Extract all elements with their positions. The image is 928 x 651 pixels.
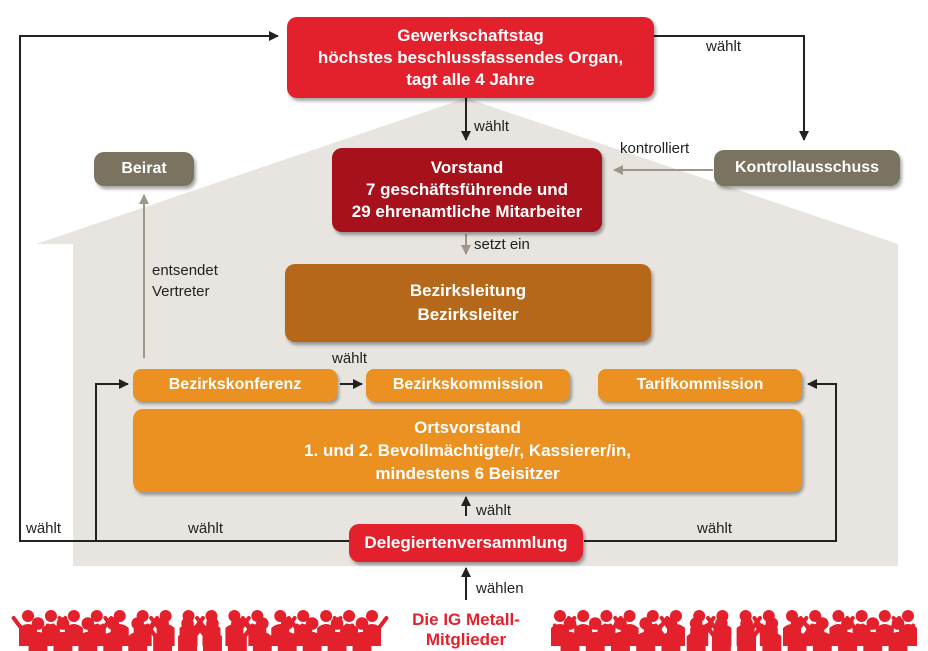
delegiertenversammlung-box: Delegiertenversammlung <box>349 524 583 562</box>
label-waehlt-konferenz-kommission: wählt <box>332 350 368 367</box>
members-title-line2: Mitglieder <box>425 630 507 649</box>
member-figure-icon <box>653 617 681 651</box>
beirat-label: Beirat <box>121 160 167 177</box>
members-title-line1: Die IG Metall- <box>412 610 520 629</box>
members-crowd-left <box>11 610 389 651</box>
tarifkommission-box: Tarifkommission <box>598 369 802 401</box>
member-figure-icon <box>145 617 173 651</box>
member-figure-icon <box>805 617 832 651</box>
vorstand-title: Vorstand <box>430 158 504 177</box>
member-figure-icon <box>704 617 731 651</box>
bezirkskonferenz-label: Bezirkskonferenz <box>168 376 302 393</box>
delegiertenversammlung-label: Delegiertenversammlung <box>364 533 568 552</box>
label-waehlt-to-vorstand: wählt <box>474 118 510 135</box>
label-waehlt-left: wählt <box>188 520 224 537</box>
member-figure-icon <box>28 617 56 651</box>
bezirkskommission-label: Bezirkskommission <box>392 376 544 393</box>
arrow-delegierte-bezirkskonferenz <box>95 379 349 542</box>
gewerkschaftstag-desc-2: tagt alle 4 Jahre <box>406 69 535 89</box>
member-figure-icon <box>754 617 782 651</box>
bezirkskonferenz-box: Bezirkskonferenz <box>133 369 337 401</box>
label-waehlen: wählen <box>476 580 524 597</box>
gewerkschaftstag-title: Gewerkschaftstag <box>397 25 544 45</box>
bezirksleitung-box: Bezirksleitung Bezirksleiter <box>285 264 651 342</box>
member-figure-icon <box>552 617 580 651</box>
gewerkschaftstag-desc-1: höchstes beschlussfassendes Organ, <box>317 47 624 67</box>
member-figure-icon <box>294 617 322 651</box>
label-waehlt-far-left: wählt <box>26 520 62 537</box>
label-waehlt-to-ortsvorstand: wählt <box>476 502 512 519</box>
member-figure-icon <box>227 617 255 651</box>
member-figure-icon <box>245 617 272 651</box>
vorstand-box: Vorstand 7 geschäftsführende und 29 ehre… <box>332 148 602 232</box>
label-waehlt-top-right: wählt <box>706 38 742 55</box>
member-figure-icon <box>95 617 123 651</box>
ortsvorstand-desc-2: mindestens 6 Beisitzer <box>375 464 560 483</box>
vorstand-desc-2: 29 ehrenamtliche Mitarbeiter <box>351 202 583 221</box>
member-figure-icon <box>838 617 865 651</box>
bezirkskommission-box: Bezirkskommission <box>366 369 570 401</box>
member-figure-icon <box>195 617 222 651</box>
bezirksleitung-title: Bezirksleitung <box>409 281 527 300</box>
ortsvorstand-title: Ortsvorstand <box>414 418 521 437</box>
label-kontrolliert: kontrolliert <box>620 140 690 157</box>
member-figure-icon <box>888 617 916 651</box>
kontrollausschuss-box: Kontrollausschuss <box>714 150 900 186</box>
tarifkommission-label: Tarifkommission <box>636 376 764 393</box>
arrow-gt-to-kontrollausschuss <box>654 35 809 141</box>
member-figure-icon <box>855 617 883 651</box>
kontrollausschuss-label: Kontrollausschuss <box>734 159 880 176</box>
arrow-delegierte-tarifkommission <box>584 379 837 542</box>
member-figure-icon <box>327 617 355 651</box>
ortsvorstand-desc-1: 1. und 2. Bevollmächtigte/r, Kassierer/i… <box>304 441 631 460</box>
members-crowd-right <box>551 610 917 651</box>
member-figure-icon <box>787 617 815 651</box>
members-title: Die IG Metall- Mitglieder <box>393 610 539 650</box>
label-waehlt-right: wählt <box>697 520 733 537</box>
label-setzt-ein: setzt ein <box>474 236 530 253</box>
ortsvorstand-box: Ortsvorstand 1. und 2. Bevollmächtigte/r… <box>133 409 802 492</box>
member-figure-icon <box>603 617 630 651</box>
member-figure-icon <box>344 617 372 651</box>
bezirksleitung-desc: Bezirksleiter <box>417 305 519 324</box>
member-figure-icon <box>737 617 764 651</box>
gewerkschaftstag-box: Gewerkschaftstag höchstes beschlussfasse… <box>287 17 654 98</box>
vorstand-desc-1: 7 geschäftsführende und <box>365 180 569 199</box>
member-figure-icon <box>45 617 73 651</box>
label-entsendet-2: Vertreter <box>152 283 210 300</box>
beirat-box: Beirat <box>94 152 194 186</box>
label-entsendet-1: entsendet <box>152 262 218 279</box>
